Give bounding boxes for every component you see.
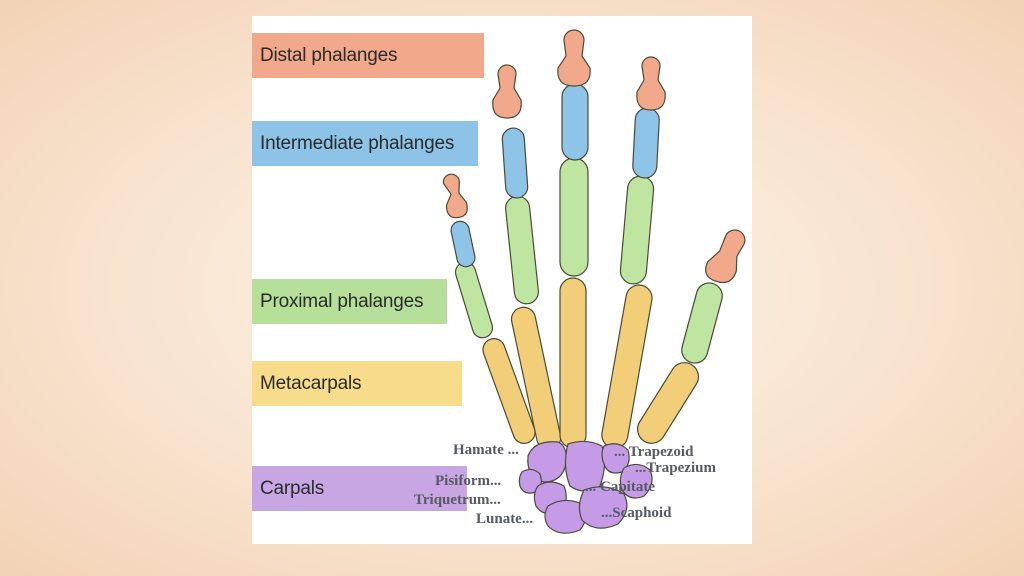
label-triquetrum: Triquetrum... [414,492,501,509]
index-distal-phalanx [637,57,665,110]
middle-metacarpal [560,278,586,448]
label-pisiform: Pisiform... [435,473,501,490]
label-trapezoid: ... Trapezoid [614,444,693,461]
label-capitate: ... Capitate [585,479,655,496]
label-lunate: Lunate... [476,511,533,528]
label-scaphoid: ...Scaphoid [601,505,671,522]
thumb-distal-phalanx [703,225,749,287]
label-hamate: Hamate ... [453,442,519,459]
ring-proximal-phalanx [504,195,539,305]
finger-middle [558,30,590,448]
hand-bones-diagram: Distal phalanges Intermediate phalanges … [252,16,752,544]
ring-distal-phalanx [493,65,521,118]
middle-distal-phalanx [558,30,590,86]
little-intermediate-phalanx [449,220,476,269]
index-proximal-phalanx [619,175,654,285]
index-intermediate-phalanx [632,107,660,178]
middle-proximal-phalanx [560,158,588,276]
middle-intermediate-phalanx [562,84,588,160]
little-distal-phalanx [442,173,468,219]
thumb [632,225,748,449]
label-trapezium: ...Trapezium [635,460,716,477]
finger-index [600,57,665,450]
thumb-proximal-phalanx [679,280,725,366]
ring-intermediate-phalanx [502,127,529,198]
thumb-metacarpal [632,357,703,448]
little-proximal-phalanx [453,260,495,340]
